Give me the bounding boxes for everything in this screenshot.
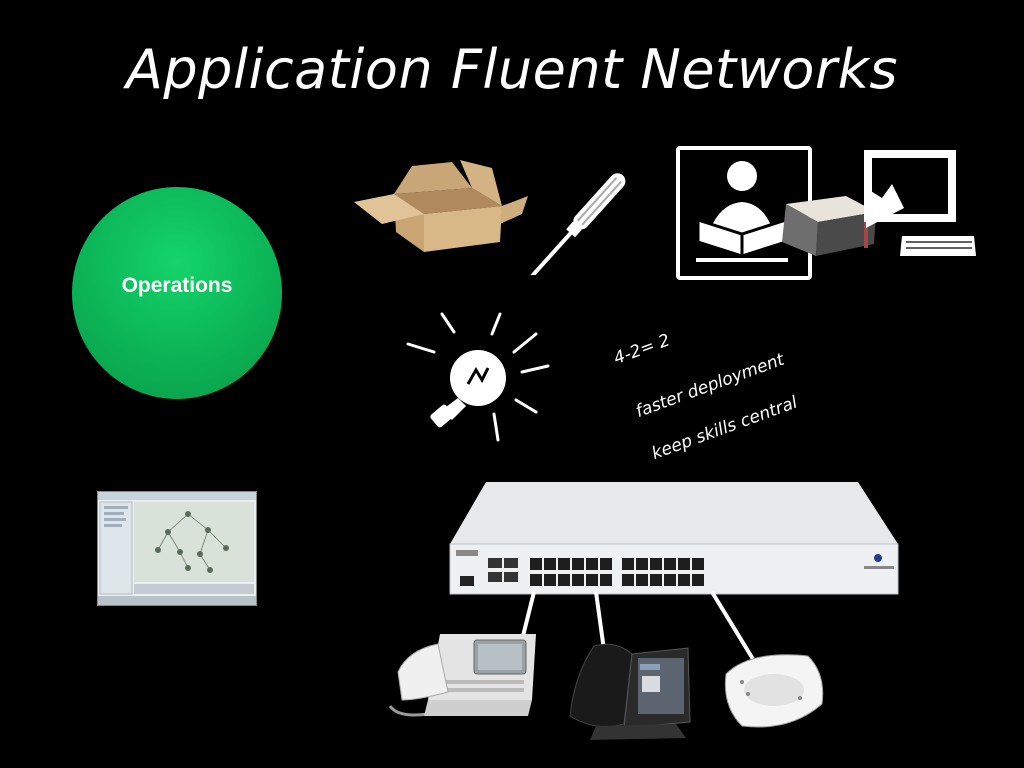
- touchscreen-phone-icon: [569, 643, 691, 740]
- note-4-2: 4-2= 2: [611, 330, 673, 369]
- reading-person-icon: [676, 146, 876, 280]
- network-switch-icon: [449, 482, 899, 595]
- network-map-thumbnail: [97, 491, 257, 606]
- slide-title: Application Fluent Networks: [125, 38, 899, 101]
- network-cables: [520, 590, 758, 666]
- screwdriver-icon: [522, 173, 626, 275]
- desk-phone-icon: [388, 634, 536, 717]
- wireless-access-point-icon: [724, 654, 824, 728]
- operations-label: Operations: [121, 274, 233, 297]
- operations-circle: Operations: [72, 187, 282, 399]
- lightbulb-icon: [406, 312, 550, 442]
- cardboard-box-icon: [354, 160, 528, 252]
- laptop-icon: [864, 150, 976, 256]
